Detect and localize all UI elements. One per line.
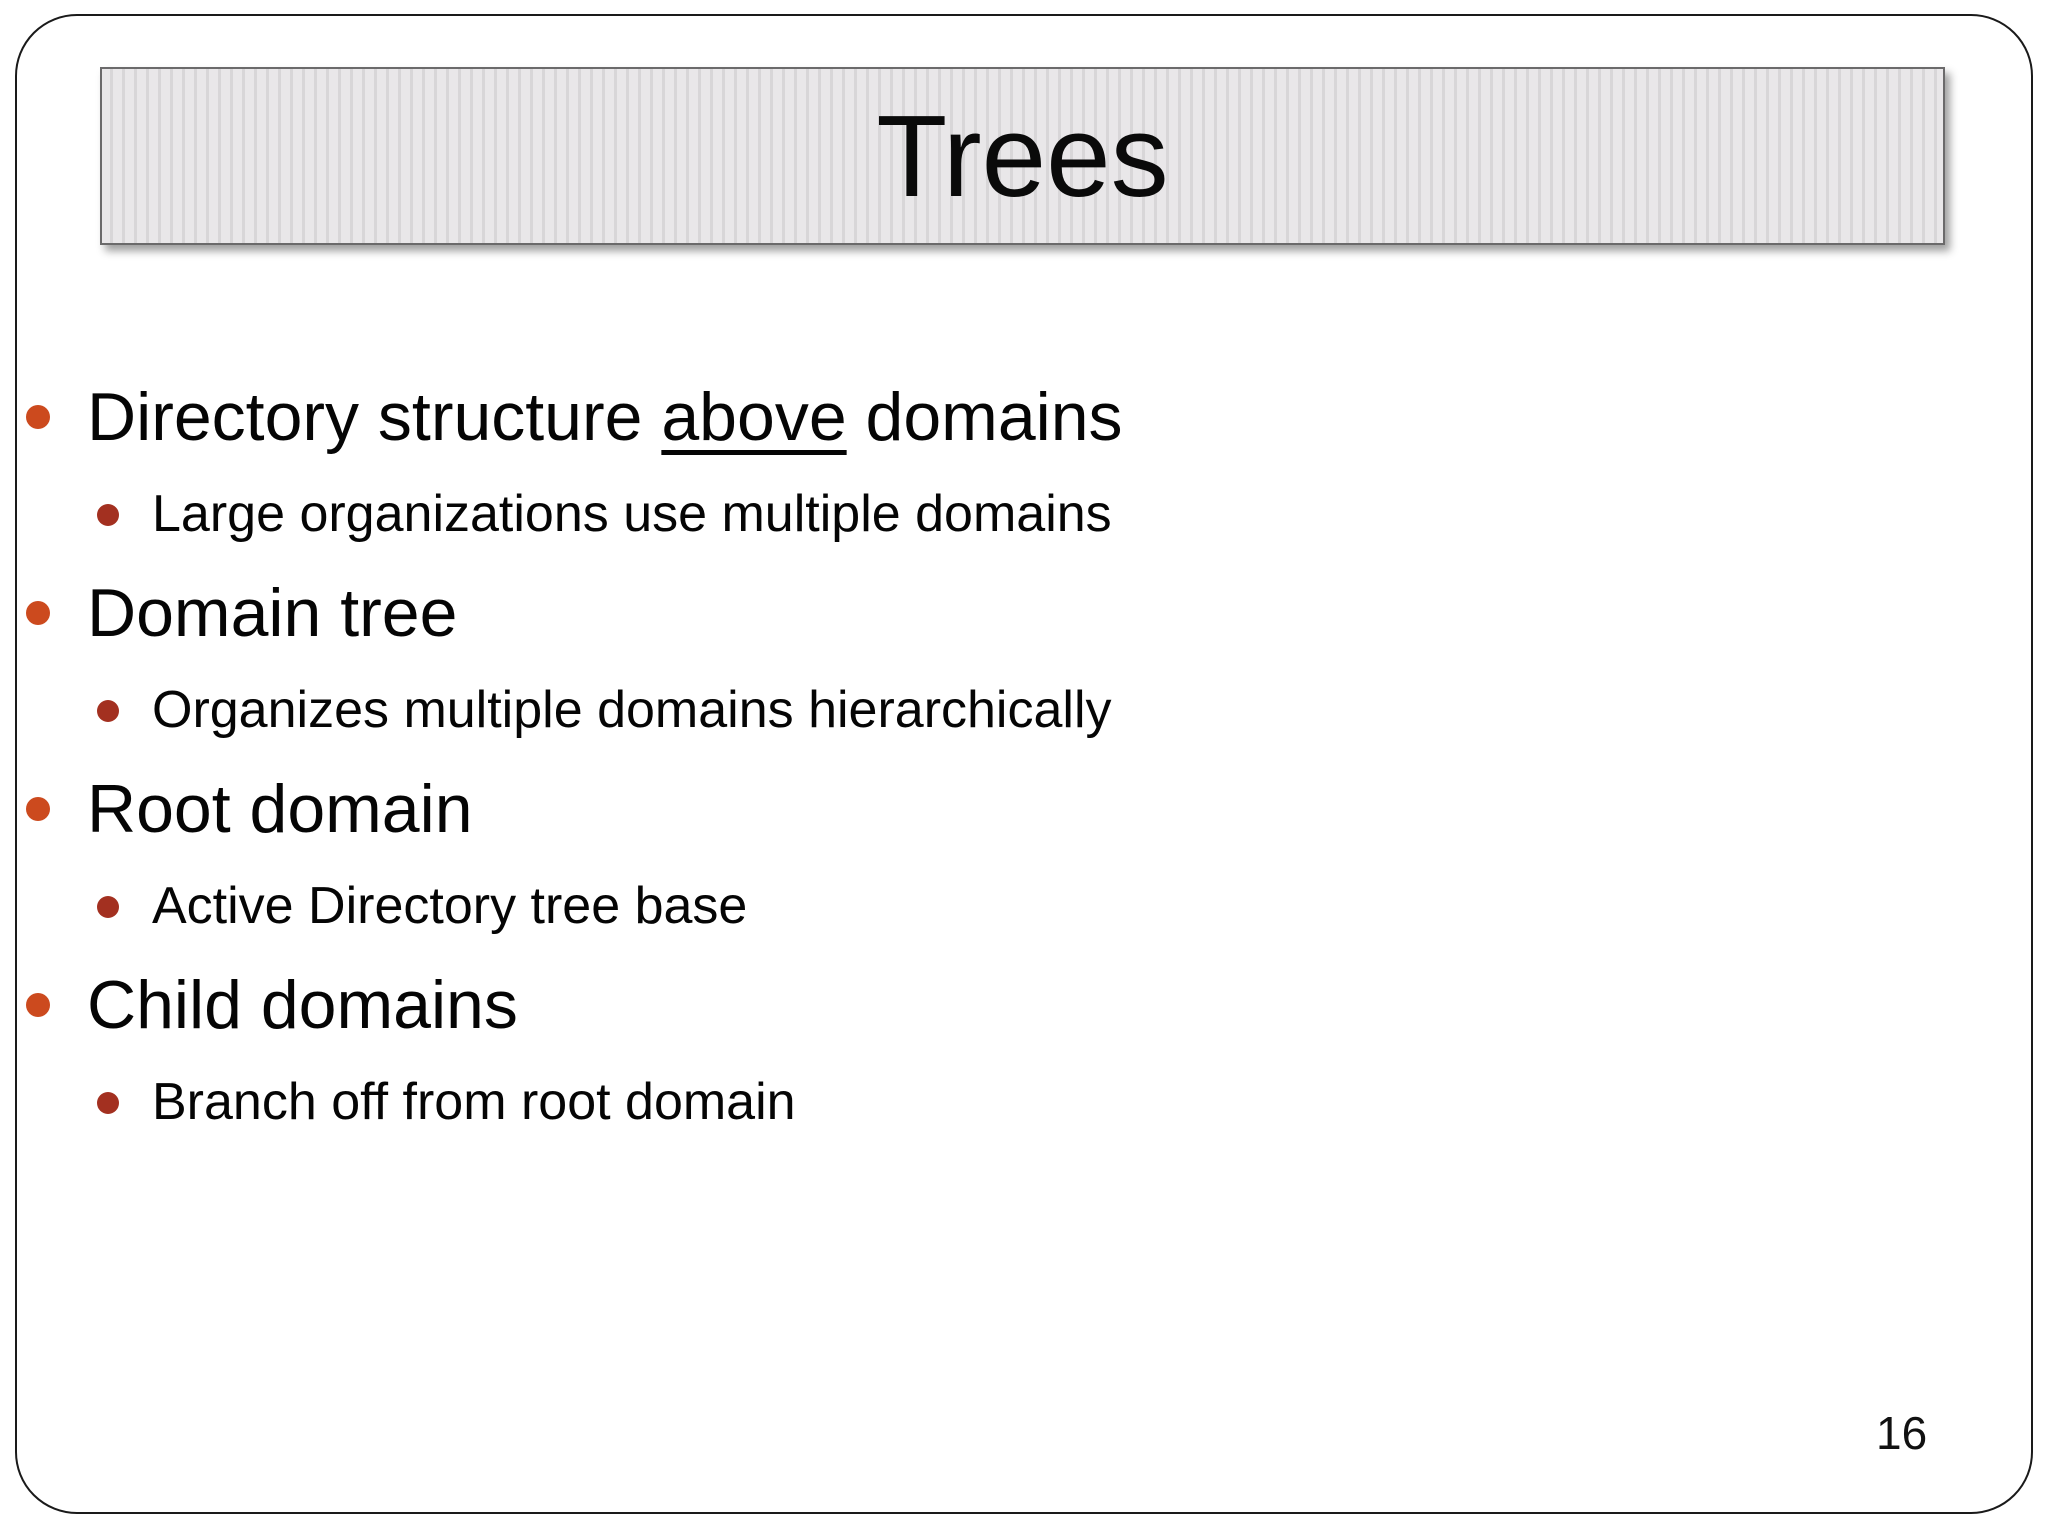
bullet-text: Child domains xyxy=(87,966,518,1043)
bullet-item-sub-5: Active Directory tree base xyxy=(0,858,2048,956)
slide-title: Trees xyxy=(876,91,1169,221)
bullet-text: Branch off from root domain xyxy=(152,1073,796,1132)
bullet-item-main-0: Directory structure above domains xyxy=(0,368,2048,466)
bullet-item-sub-7: Branch off from root domain xyxy=(0,1054,2048,1152)
bullet-dot-icon xyxy=(26,993,50,1017)
title-bar: Trees xyxy=(100,67,1945,245)
bullet-dot-icon xyxy=(97,1092,119,1114)
bullet-dot-icon xyxy=(26,797,50,821)
bullet-dot-icon xyxy=(97,700,119,722)
underlined-text: above xyxy=(661,378,847,455)
bullet-text: Organizes multiple domains hierarchicall… xyxy=(152,681,1112,740)
bullet-dot-icon xyxy=(26,601,50,625)
bullet-item-main-4: Root domain xyxy=(0,760,2048,858)
bullet-dot-icon xyxy=(26,405,50,429)
bullet-text: Domain tree xyxy=(87,574,458,651)
bullet-text: Large organizations use multiple domains xyxy=(152,485,1112,544)
bullet-item-main-6: Child domains xyxy=(0,956,2048,1054)
bullet-dot-icon xyxy=(97,504,119,526)
page-number: 16 xyxy=(1876,1407,1928,1459)
bullet-item-main-2: Domain tree xyxy=(0,564,2048,662)
bullet-text: Directory structure above domains xyxy=(87,378,1123,455)
bullet-text: Root domain xyxy=(87,770,473,847)
bullet-dot-icon xyxy=(97,896,119,918)
bullet-item-sub-1: Large organizations use multiple domains xyxy=(0,466,2048,564)
bullet-item-sub-3: Organizes multiple domains hierarchicall… xyxy=(0,662,2048,760)
bullet-text: Active Directory tree base xyxy=(152,877,748,936)
